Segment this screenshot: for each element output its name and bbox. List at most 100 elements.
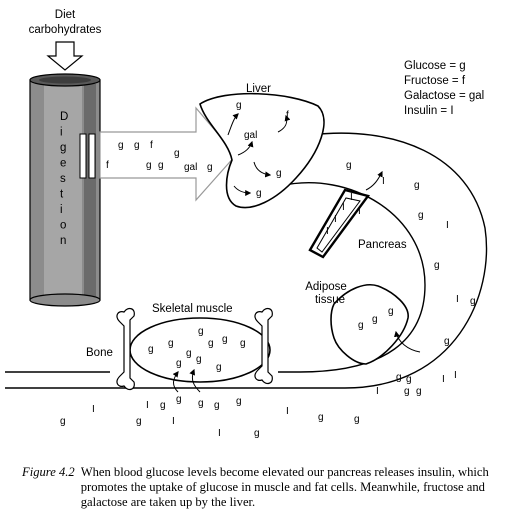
bone-label: Bone bbox=[86, 347, 113, 359]
digestion-letter-5: t bbox=[60, 189, 64, 201]
blood-molecule-11: g bbox=[396, 372, 402, 383]
blood-molecule-10: g bbox=[406, 374, 412, 385]
blood-molecule-21: g bbox=[254, 428, 260, 439]
liver-arrow-g2 bbox=[253, 161, 272, 178]
blood-molecule-2: g bbox=[414, 180, 420, 191]
pancreas-insulin-1: I bbox=[334, 214, 337, 225]
blood-molecule-24: g bbox=[354, 414, 360, 425]
legend-galactose: Galactose = gal bbox=[404, 90, 484, 102]
blood-molecule-27: g bbox=[136, 416, 142, 427]
liver-organ bbox=[199, 92, 325, 209]
adipose-molecules: ggg bbox=[358, 306, 394, 331]
muscle-entry-arrow-2 bbox=[189, 368, 201, 393]
blood-molecule-17: I bbox=[172, 416, 175, 427]
legend-insulin: Insulin = I bbox=[404, 105, 454, 117]
absorption-arrow bbox=[99, 106, 237, 202]
absorbed-molecule-1: g bbox=[118, 140, 124, 151]
pancreas-output-arrow bbox=[365, 170, 383, 191]
figure-number: Figure 4.2 bbox=[22, 465, 75, 479]
blood-molecule-8: g bbox=[444, 336, 450, 347]
blood-molecule-9: I bbox=[442, 374, 445, 385]
pancreas-insulin-4: I bbox=[358, 206, 361, 217]
digestion-tube bbox=[29, 73, 101, 307]
muscle-molecule-0: g bbox=[198, 326, 204, 337]
pancreas-insulin-0: I bbox=[326, 226, 329, 237]
muscle-molecule-6: g bbox=[148, 344, 154, 355]
pancreas-insulin-3: I bbox=[350, 192, 353, 203]
blood-molecule-4: I bbox=[446, 220, 449, 231]
legend-glucose: Glucose = g bbox=[404, 60, 466, 72]
adipose-label-line1: Adipose bbox=[305, 281, 347, 293]
absorbed-molecule-8: g bbox=[207, 162, 213, 173]
muscle-molecule-1: g bbox=[168, 338, 174, 349]
blood-molecule-5: g bbox=[434, 260, 440, 271]
blood-molecule-28: I bbox=[146, 400, 149, 411]
muscle-molecule-5: g bbox=[240, 338, 246, 349]
muscle-molecule-8: g bbox=[196, 354, 202, 365]
blood-molecule-1: I bbox=[382, 176, 385, 187]
figure-caption: Figure 4.2 When blood glucose levels bec… bbox=[22, 465, 500, 510]
muscle-molecule-4: g bbox=[222, 334, 228, 345]
liver-molecule-4: g bbox=[256, 188, 262, 199]
pancreas-organ bbox=[308, 188, 371, 259]
blood-molecule-20: I bbox=[218, 428, 221, 439]
adipose-entry-arrow bbox=[394, 330, 421, 353]
digestion-letter-3: e bbox=[60, 158, 66, 170]
digestion-letter-2: g bbox=[60, 142, 66, 154]
blood-molecule-26: I bbox=[92, 404, 95, 415]
blood-molecule-3: g bbox=[418, 210, 424, 221]
pancreas-label: Pancreas bbox=[358, 239, 407, 251]
absorbed-molecule-0: f bbox=[106, 160, 109, 171]
diet-label-line1: Diet bbox=[55, 9, 76, 21]
liver-molecule-0: g bbox=[236, 100, 242, 111]
absorbed-molecule-6: g bbox=[174, 148, 180, 159]
digestion-letter-6: i bbox=[60, 204, 63, 216]
digestion-letter-4: s bbox=[60, 173, 66, 185]
liver-arrow-gal bbox=[237, 140, 254, 156]
blood-molecule-14: g bbox=[416, 386, 422, 397]
blood-molecule-13: g bbox=[404, 386, 410, 397]
blood-molecule-18: g bbox=[214, 400, 220, 411]
blood-molecule-12: I bbox=[376, 386, 379, 397]
absorbed-molecule-2: g bbox=[134, 140, 140, 151]
digestion-letter-8: n bbox=[60, 235, 66, 247]
legend-fructose: Fructose = f bbox=[404, 75, 466, 87]
muscle-molecule-3: g bbox=[208, 338, 214, 349]
absorbed-molecule-3: g bbox=[146, 160, 152, 171]
liver-molecule-2: f bbox=[286, 110, 289, 121]
pancreas-insulin-2: I bbox=[342, 202, 345, 213]
liver-arrow-g1 bbox=[227, 113, 239, 136]
liver-arrow-f bbox=[277, 114, 291, 133]
blood-molecule-16: g bbox=[160, 400, 166, 411]
adipose-molecule-2: g bbox=[388, 306, 394, 317]
bone-left bbox=[116, 307, 135, 391]
digestion-letter-7: o bbox=[60, 220, 66, 232]
blood-molecule-19: g bbox=[236, 396, 242, 407]
blood-molecule-23: g bbox=[318, 412, 324, 423]
liver-label: Liver bbox=[246, 83, 271, 95]
muscle-entry-molecule-1: g bbox=[198, 398, 204, 409]
diet-input-arrow bbox=[46, 41, 84, 71]
blood-molecule-15: I bbox=[454, 370, 457, 381]
absorbed-molecule-4: f bbox=[150, 140, 153, 151]
bone-right bbox=[254, 307, 273, 385]
digestion-letter-0: D bbox=[60, 111, 68, 123]
blood-molecule-22: I bbox=[286, 406, 289, 417]
blood-molecule-7: g bbox=[470, 296, 476, 307]
muscle-entry-arrow-1 bbox=[172, 371, 179, 393]
bloodstream-inner-curve bbox=[278, 182, 426, 373]
skeletal-muscle-label: Skeletal muscle bbox=[152, 303, 233, 315]
muscle-molecule-2: g bbox=[186, 348, 192, 359]
bloodstream-outer bbox=[5, 132, 488, 389]
muscle-entry-molecule-0: g bbox=[176, 394, 182, 405]
liver-molecule-3: g bbox=[276, 168, 282, 179]
liver-arrow-g3 bbox=[233, 185, 252, 196]
blood-molecule-0: g bbox=[346, 160, 352, 171]
muscle-molecule-7: g bbox=[176, 358, 182, 369]
